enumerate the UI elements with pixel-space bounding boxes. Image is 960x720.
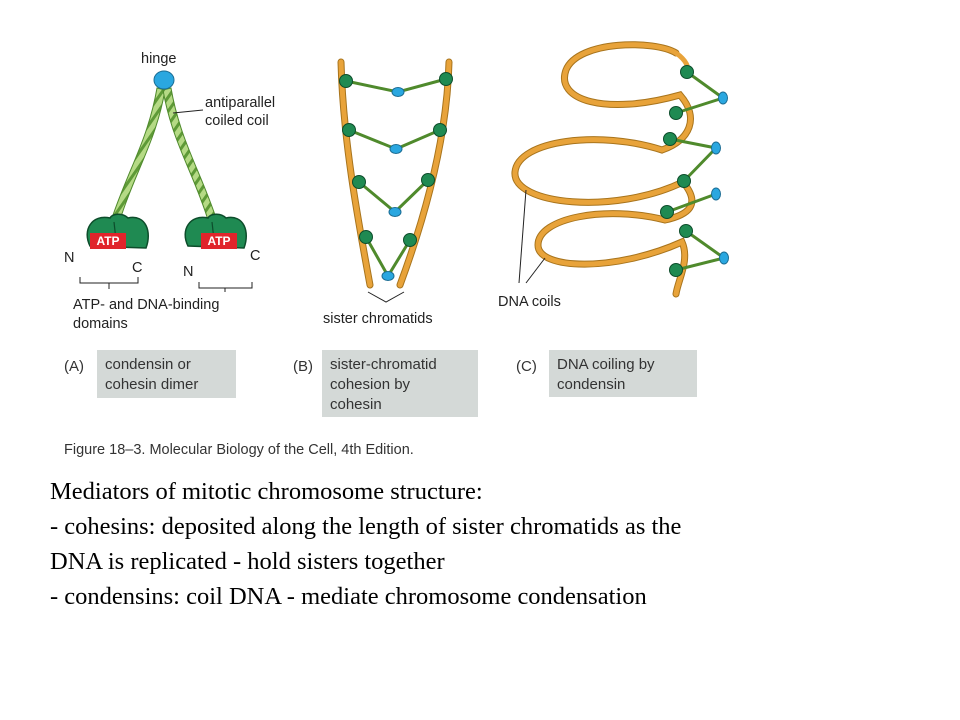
coil-label-line-1: antiparallel xyxy=(205,95,275,111)
panel-c-letter: (C) xyxy=(516,358,537,375)
atp-label-left: ATP xyxy=(96,234,119,248)
cohesin-ring xyxy=(342,123,447,154)
panel-b-caption-line-2: cohesion by xyxy=(330,376,411,393)
n-terminus-label-left: N xyxy=(64,250,74,266)
dna-coils-leader-2 xyxy=(525,257,546,284)
panel-b-letter: (B) xyxy=(293,358,313,375)
panel-b-caption-line-3: cohesin xyxy=(330,396,382,413)
dna-coils-leader-1 xyxy=(518,189,527,284)
coiled-coil-arm-left xyxy=(111,87,166,221)
condensin-complex xyxy=(663,132,721,188)
lecture-notes: Mediators of mitotic chromosome structur… xyxy=(50,474,930,614)
panel-b-caption-box xyxy=(322,350,478,417)
atp-box-right xyxy=(201,233,237,249)
notes-condensins-line: - condensins: coil DNA - mediate chromos… xyxy=(50,583,647,610)
domains-label-line-2: domains xyxy=(73,316,128,332)
domains-bracket-left xyxy=(79,277,139,289)
panel-a-caption-line-2: cohesin dimer xyxy=(105,376,198,393)
panel-b-caption-line-1: sister-chromatid xyxy=(330,356,437,373)
n-terminus-label-right: N xyxy=(183,264,193,280)
condensin-complex xyxy=(669,224,729,277)
figure-caption: Figure 18–3. Molecular Biology of the Ce… xyxy=(64,442,414,458)
cohesin-ring xyxy=(352,173,435,217)
atp-label-right: ATP xyxy=(207,234,230,248)
coil-leader-line xyxy=(172,109,204,114)
figure-diagram: hinge antiparallel coiled coil ATP ATP N… xyxy=(64,41,729,458)
atp-box-left xyxy=(90,233,126,249)
hinge-label: hinge xyxy=(141,51,176,67)
condensin-complex xyxy=(660,187,721,219)
panel-a-caption-box xyxy=(97,350,236,398)
c-terminus-label-left: C xyxy=(132,260,142,276)
panel-c-caption-line-2: condensin xyxy=(557,376,625,393)
condensin-complex xyxy=(669,65,728,120)
panel-a-condensin-dimer: hinge antiparallel coiled coil ATP ATP N… xyxy=(64,51,275,398)
panel-c-caption-box xyxy=(549,350,697,397)
panel-b-sister-chromatid-cohesion: sister chromatids (B) sister-chromatid c… xyxy=(293,58,478,417)
hinge-domain xyxy=(153,70,175,90)
domains-label-line-1: ATP- and DNA-binding xyxy=(73,297,219,313)
panel-a-letter: (A) xyxy=(64,358,84,375)
notes-cohesins-line-2: DNA is replicated - hold sisters togethe… xyxy=(50,548,445,575)
domains-bracket-right xyxy=(198,282,253,292)
coil-label-line-2: coiled coil xyxy=(205,113,269,129)
head-domain-left: ATP xyxy=(86,213,149,249)
dna-coils-label: DNA coils xyxy=(498,294,561,310)
cohesin-ring xyxy=(339,72,453,97)
notes-cohesins-line-1: - cohesins: deposited along the length o… xyxy=(50,513,682,540)
notes-heading: Mediators of mitotic chromosome structur… xyxy=(50,478,483,505)
head-domain-right: ATP xyxy=(184,213,247,249)
panel-a-caption-line-1: condensin or xyxy=(105,356,191,373)
c-terminus-label-right: C xyxy=(250,248,260,264)
sister-chromatids-label: sister chromatids xyxy=(323,311,433,327)
cohesin-ring xyxy=(359,230,417,281)
chromatid-right xyxy=(396,58,453,289)
panel-c-caption-line-1: DNA coiling by xyxy=(557,356,655,373)
panel-c-dna-coiling: DNA coils (C) DNA coiling by condensin xyxy=(498,41,729,397)
sister-chromatids-pointer xyxy=(367,291,405,303)
